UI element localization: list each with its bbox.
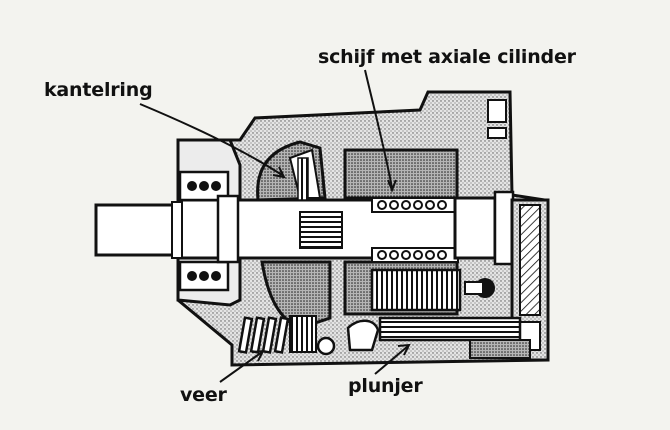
shaft-spline <box>299 211 343 249</box>
label-plunjer: plunjer <box>348 375 423 397</box>
end-cap <box>453 196 497 260</box>
leader-plunjer <box>374 345 409 375</box>
coil-spring-lower <box>371 247 459 263</box>
coil-spring-upper <box>371 197 459 213</box>
label-kantelring: kantelring <box>44 79 153 101</box>
label-schijf-met-axiale-cilinder: schijf met axiale cilinder <box>318 46 576 68</box>
shaft-collar <box>171 201 183 259</box>
plunger <box>378 316 522 342</box>
piston-spring-box <box>370 268 462 312</box>
leader-kantelring <box>139 103 283 176</box>
leader-schijf <box>364 69 393 189</box>
leader-veer <box>219 351 263 383</box>
cylinder-block <box>343 148 459 200</box>
label-veer: veer <box>180 384 227 406</box>
